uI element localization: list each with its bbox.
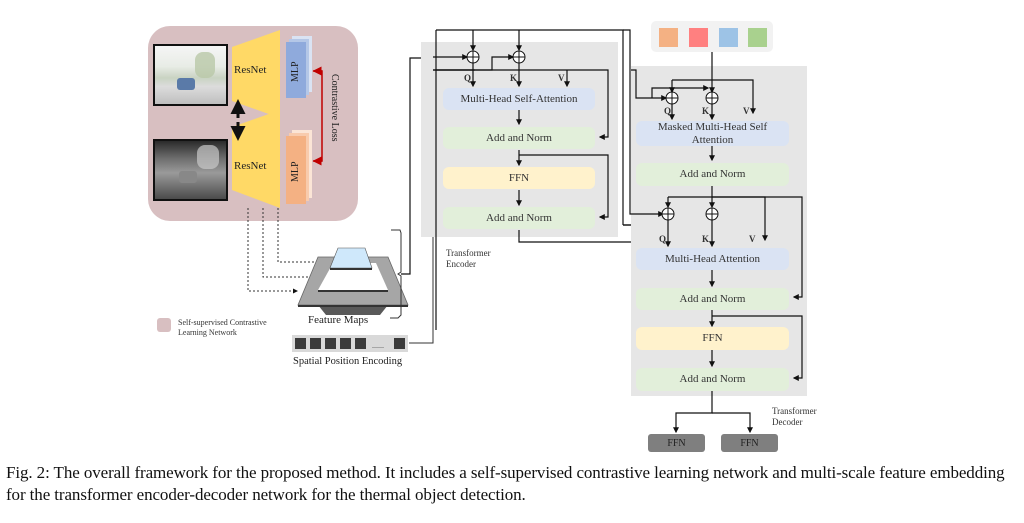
object-queries-box [651, 21, 773, 52]
figure-caption: Fig. 2: The overall framework for the pr… [6, 463, 1005, 504]
dec-masked-v-label: V [743, 106, 750, 116]
mlp-top-shape [286, 42, 306, 98]
diagram-canvas: ...... [230, 21, 807, 434]
dec-cross-v-label: V [749, 234, 756, 244]
query-swatch-2 [689, 28, 708, 47]
mlp-top-label: MLP [290, 61, 301, 82]
ellipsis-text: ...... [372, 341, 384, 350]
dec-masked-line2: Attention [691, 133, 734, 146]
encoder-label-1: Transformer [446, 248, 491, 258]
dec-masked-line1: Masked Multi-Head Self [657, 120, 768, 133]
thermal-image [153, 139, 228, 201]
output-ffn-head-2: FFN [721, 434, 778, 452]
enc-add-norm-2: Add and Norm [443, 207, 595, 229]
enc-q-label: Q [464, 73, 472, 83]
enc-k-label: K [510, 73, 518, 83]
enc-ffn: FFN [443, 167, 595, 189]
dec-cross-k-label: K [702, 234, 710, 244]
contrastive-loss-label: Contrastive Loss [329, 74, 340, 142]
resnet-bottom-label: ResNet [234, 160, 267, 172]
position-encoding-label: Spatial Position Encoding [293, 356, 403, 367]
encoder-label-2: Encoder [446, 259, 476, 269]
dec-cross-attention: Multi-Head Attention [636, 248, 789, 270]
output-ffn-head-1: FFN [648, 434, 705, 452]
dec-add-norm-2: Add and Norm [636, 288, 789, 310]
decoder-label-2: Decoder [772, 417, 803, 427]
mlp-bottom-shape [286, 136, 306, 204]
query-swatch-1 [659, 28, 678, 47]
dec-masked-self-attention: Masked Multi-Head Self Attention [636, 121, 789, 146]
legend-line1: Self-supervised Contrastive [178, 318, 267, 327]
query-swatch-3 [719, 28, 738, 47]
enc-v-label: V [558, 73, 565, 83]
dec-add-norm-3: Add and Norm [636, 368, 789, 391]
feature-maps-label: Feature Maps [308, 314, 369, 326]
enc-self-attention: Multi-Head Self-Attention [443, 88, 595, 110]
resnet-top-label: ResNet [234, 64, 267, 76]
mlp-bottom-label: MLP [290, 161, 301, 182]
legend-swatch [157, 318, 171, 332]
resnet-top-shape [232, 30, 280, 118]
dec-ffn: FFN [636, 327, 789, 350]
dec-add-norm-1: Add and Norm [636, 163, 789, 186]
feature-map-top [329, 247, 373, 269]
dec-masked-q-label: Q [664, 106, 672, 116]
dec-cross-q-label: Q [659, 234, 667, 244]
query-swatch-4 [748, 28, 767, 47]
legend-line2: Learning Network [178, 328, 237, 337]
dec-masked-k-label: K [702, 106, 710, 116]
enc-add-norm-1: Add and Norm [443, 127, 595, 149]
decoder-label-1: Transformer [772, 406, 817, 416]
rgb-image [153, 44, 228, 106]
